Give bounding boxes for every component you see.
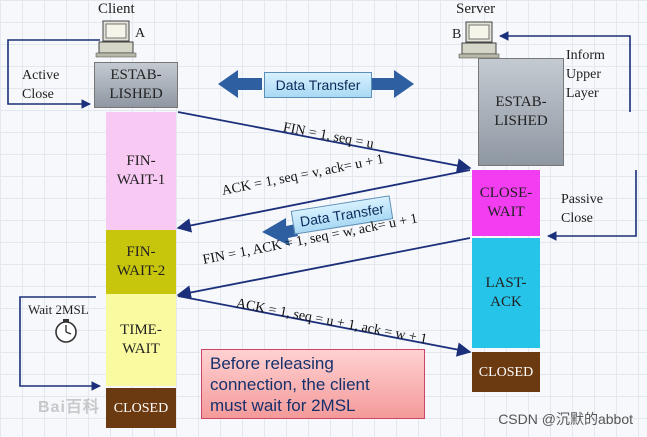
server-title: Server xyxy=(456,1,496,17)
client-state-fin-wait-2: FIN- WAIT-2 xyxy=(106,230,176,294)
client-title: Client xyxy=(98,1,135,17)
server-state-last-ack: LAST- ACK xyxy=(472,238,540,348)
data-transfer-left-arrow xyxy=(262,218,298,246)
wait-2msl-label: Wait 2MSL xyxy=(28,302,89,317)
inform-upper-layer-label: Inform Upper Layer xyxy=(566,48,605,101)
active-close-label: Active Close xyxy=(22,68,60,102)
data-transfer-banner-top: Data Transfer xyxy=(264,72,372,98)
server-id: B xyxy=(452,27,462,42)
wait-2msl-loop xyxy=(19,296,101,391)
arrow-ack-1 xyxy=(176,169,471,233)
note-box: Before releasing connection, the client … xyxy=(201,349,425,419)
server-state-established: ESTAB- LISHED xyxy=(478,58,564,166)
passive-close-label: Passive Close xyxy=(561,192,603,226)
server-state-close-wait: CLOSE- WAIT xyxy=(472,170,540,236)
server-computer-icon xyxy=(458,21,500,59)
client-state-closed: CLOSED xyxy=(106,388,176,428)
client-state-established: ESTAB- LISHED xyxy=(94,62,178,108)
data-transfer-double-arrow xyxy=(218,70,414,98)
arrow-fin-2 xyxy=(176,237,471,300)
logo-watermark: Bai百科 xyxy=(38,399,100,416)
inform-upper-layer-loop xyxy=(499,31,631,112)
client-id: A xyxy=(135,26,146,41)
passive-close-loop xyxy=(547,170,637,241)
server-state-closed: CLOSED xyxy=(472,352,540,392)
client-state-time-wait: TIME- WAIT xyxy=(106,294,176,386)
arrow-fin-1 xyxy=(177,111,472,173)
client-computer-icon xyxy=(95,20,137,58)
csdn-watermark: CSDN @沉默的abbot xyxy=(498,411,633,427)
arrow-ack-2 xyxy=(177,295,472,357)
client-state-fin-wait-1: FIN- WAIT-1 xyxy=(106,112,176,230)
clock-icon xyxy=(55,319,77,343)
active-close-loop xyxy=(7,39,100,109)
